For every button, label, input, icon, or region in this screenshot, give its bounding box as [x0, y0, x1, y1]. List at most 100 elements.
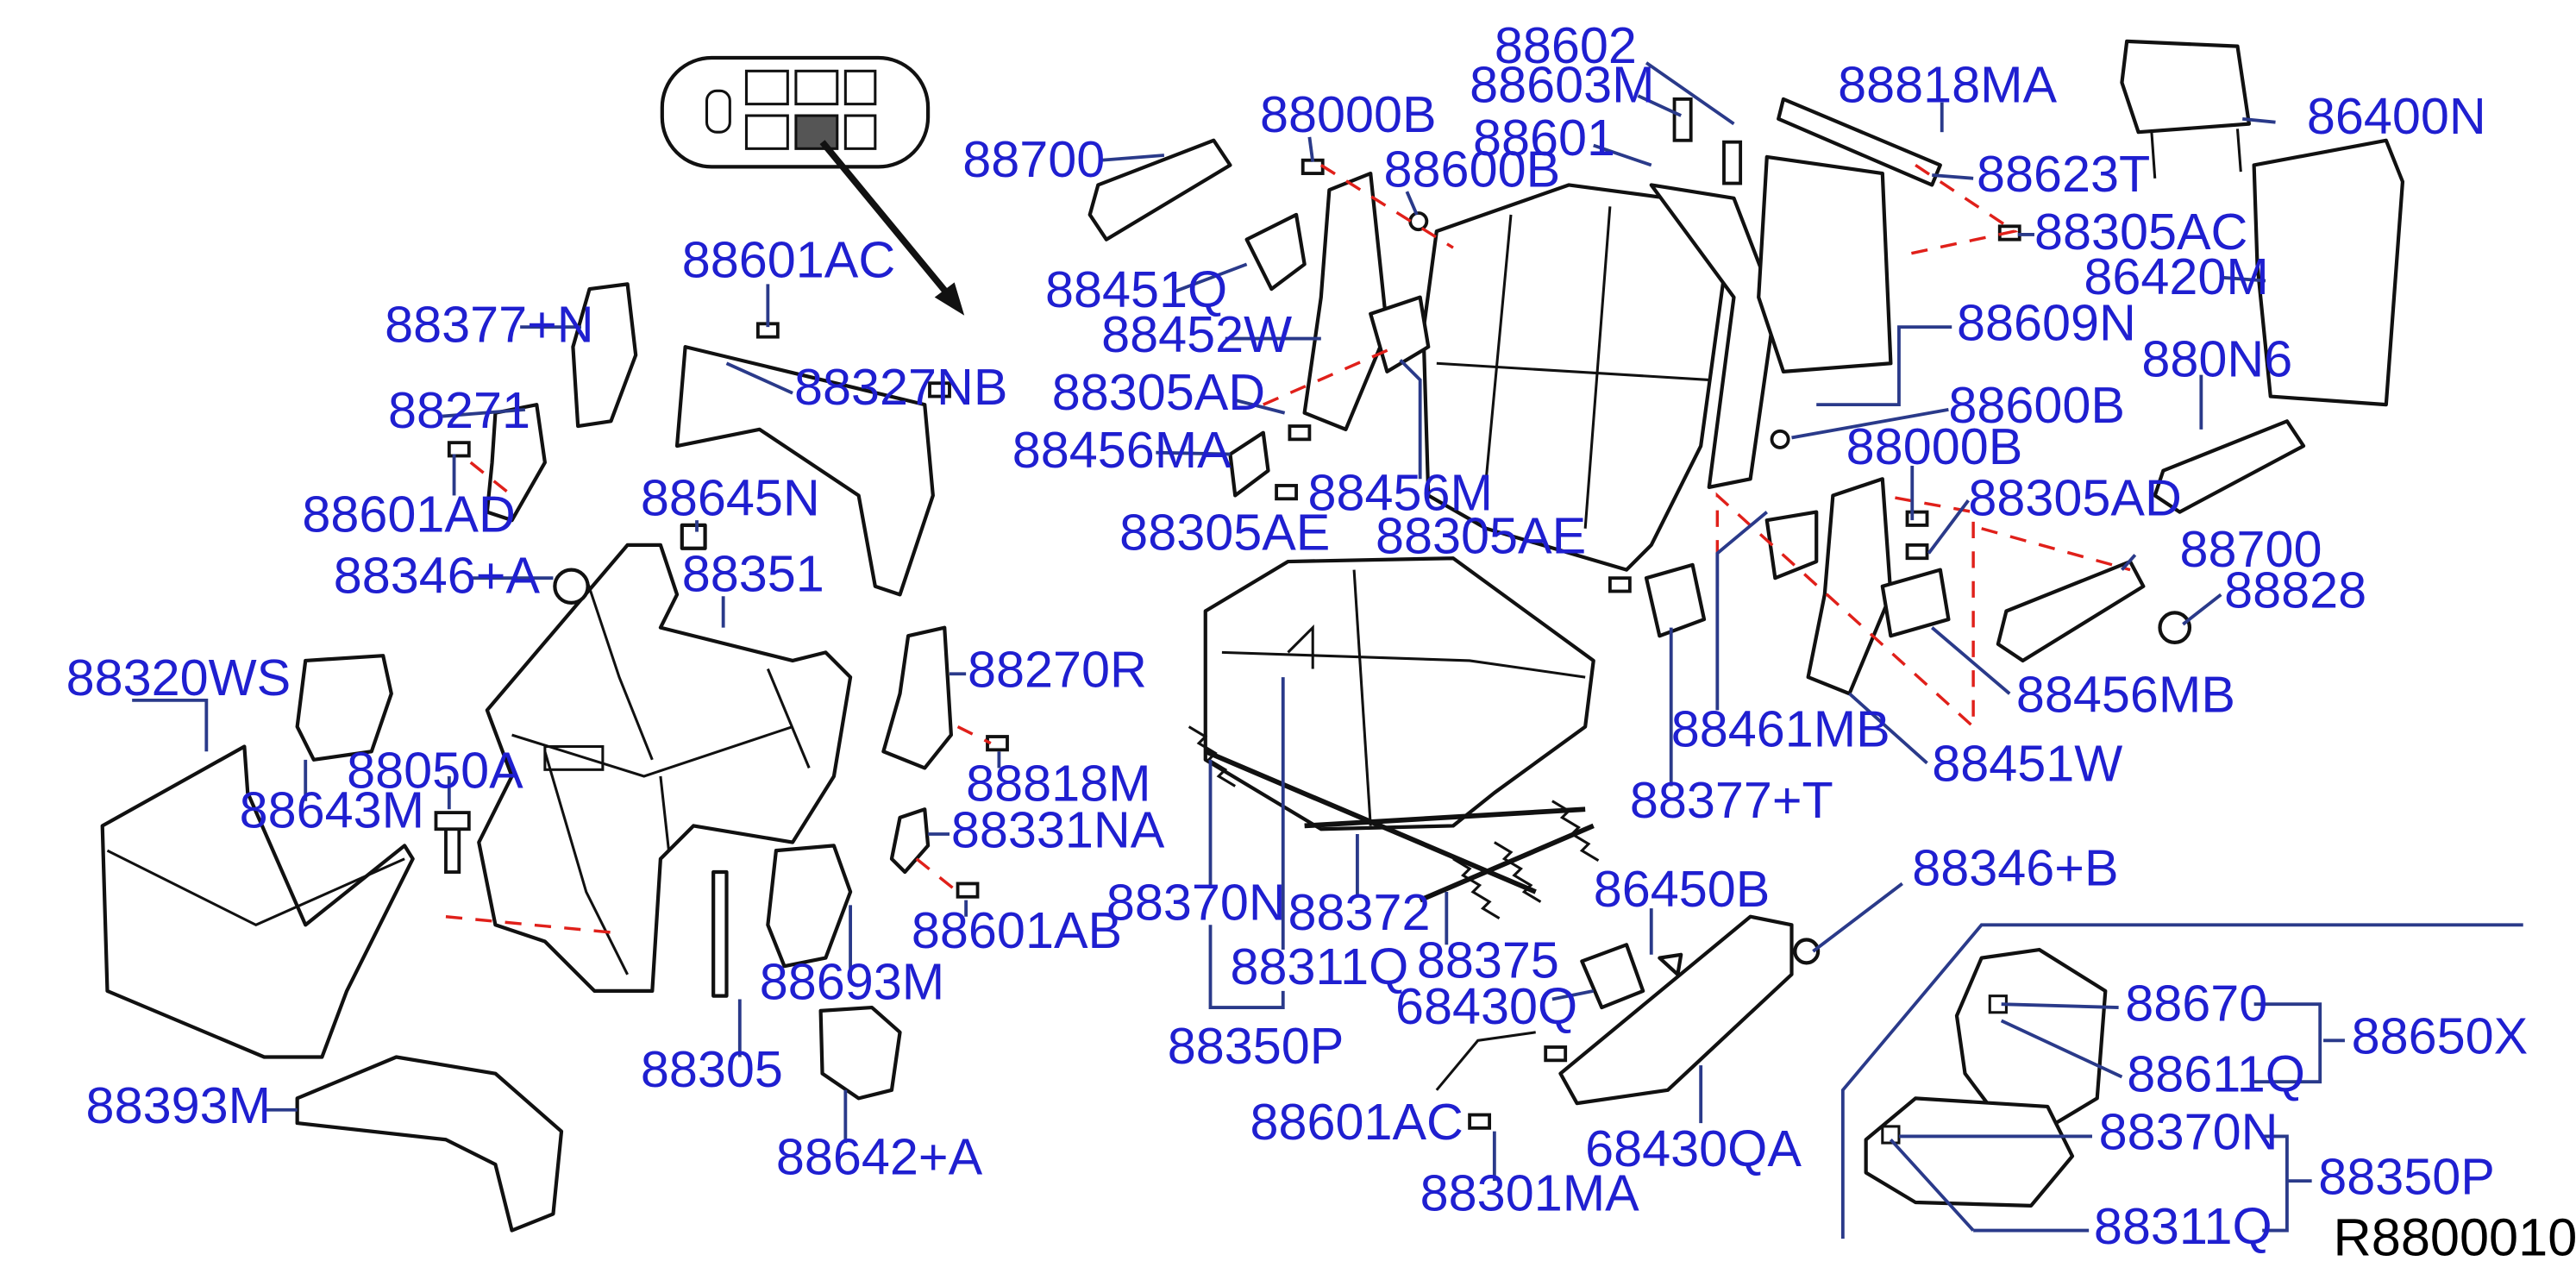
callout-label: 88370N	[2099, 1103, 2278, 1161]
callout-label: 88350P	[1168, 1017, 1344, 1075]
callout-label: 68430QA	[1585, 1120, 1802, 1177]
callout-label: 88305AC	[2034, 203, 2247, 260]
knob-88346a	[553, 568, 590, 605]
rear-panel-88609n	[1757, 154, 1893, 373]
callout-label: 88346+B	[1912, 838, 2118, 896]
armrest-880n6	[2153, 419, 2306, 514]
callout-label: 88311Q	[1230, 938, 1408, 995]
gas-strut-88305	[711, 869, 729, 998]
callout-label: 880N6	[2141, 330, 2292, 388]
callout-label: 88370N	[1106, 874, 1286, 932]
callout-label: 88456M	[1307, 464, 1492, 522]
callout-label: 88643M	[240, 781, 424, 838]
callout-label: 88609N	[1957, 293, 2136, 351]
callout-label: 88346+A	[334, 546, 541, 604]
callout-label: 88645N	[641, 468, 820, 526]
callout-label: 88601AC	[682, 231, 895, 289]
callout-labels: 88700 88000B 88600B 88602 88603M 88601 8…	[66, 16, 2529, 1255]
cover-88456ma	[1228, 430, 1270, 498]
vehicle-overview-inset	[660, 55, 965, 316]
headrest-86400n	[2120, 39, 2251, 135]
callout-label: 88700	[962, 130, 1105, 188]
callout-label: 88305	[641, 1040, 783, 1098]
side-panel-68430qa	[1558, 914, 1794, 1106]
callout-label: 88456MB	[2016, 665, 2235, 723]
callout-label: 88700	[2179, 520, 2322, 578]
storage-bin	[100, 744, 415, 1059]
seat-back-frame	[1649, 183, 1777, 489]
callout-label: 88451Q	[1045, 260, 1227, 318]
callout-label: 88670	[2125, 974, 2267, 1032]
assembly-lines	[445, 164, 2131, 935]
callout-label: 88375	[1417, 932, 1559, 989]
callout-label: 88311Q	[2094, 1197, 2272, 1255]
callout-label: 88305AE	[1376, 506, 1586, 564]
cover-88377t	[1644, 562, 1707, 638]
bolt-88050a	[434, 811, 471, 874]
cover-88461mb	[1764, 510, 1819, 580]
callout-label: 88650X	[2352, 1007, 2529, 1065]
callout-label: 88350P	[2318, 1147, 2495, 1205]
callout-label: 68430Q	[1395, 977, 1577, 1035]
callout-label: 88320WS	[66, 649, 291, 706]
cover-88451q	[1244, 212, 1307, 292]
callout-label: 86420M	[2084, 248, 2268, 305]
bracket-88642a	[818, 1005, 902, 1101]
callout-label: 88611Q	[2127, 1045, 2305, 1103]
callout-label: 88603M	[1470, 56, 1654, 114]
callout-label: 88456MA	[1012, 421, 1232, 479]
callout-label: 88601AD	[302, 486, 515, 543]
callout-label: 88331NA	[951, 800, 1165, 858]
callout-label: 88351	[682, 545, 824, 603]
callout-label: 88000B	[1846, 417, 2023, 475]
hinge-88451w	[1806, 477, 1893, 696]
callout-label: 88818M	[966, 755, 1150, 813]
callout-label: 88271	[388, 381, 530, 439]
callout-label: 88270R	[968, 641, 1147, 699]
floor-duct	[295, 1055, 564, 1233]
callout-label: 88451W	[1932, 735, 2122, 793]
callout-label: 88301MA	[1420, 1164, 1639, 1222]
hinge-88452w	[1302, 171, 1389, 431]
trim-strip-88818ma	[1777, 97, 1942, 187]
back-cover-86420m	[2252, 138, 2405, 407]
console-bracket	[295, 654, 393, 762]
callout-label: 86400N	[2307, 87, 2486, 145]
callout-label: 88327NB	[794, 358, 1007, 416]
callout-label: 88000B	[1260, 85, 1437, 143]
callout-label: 88601	[1473, 109, 1615, 166]
lower-right-inset	[1840, 923, 2523, 1239]
cover-88456mb	[1880, 568, 1951, 638]
callout-label: 88305AD	[1052, 363, 1265, 421]
callout-label: 88377+N	[385, 295, 594, 353]
callout-label: 88818MA	[1838, 56, 2057, 114]
callout-label: 86450B	[1594, 860, 1771, 918]
bracket-88270r	[881, 625, 953, 770]
leader-lines	[132, 61, 2345, 1233]
callout-label: 88050A	[347, 741, 523, 799]
seat-springs	[1188, 725, 1600, 919]
clip-86450b	[1658, 952, 1683, 976]
armrest-88700-right	[1996, 559, 2146, 663]
callout-label: 88372	[1288, 883, 1431, 941]
callout-label: 88693M	[760, 952, 944, 1010]
callout-label: 88452W	[1101, 305, 1292, 363]
cap-88828	[2158, 611, 2192, 644]
rod-88301ma	[1435, 1031, 1536, 1091]
side-trim-upper	[571, 282, 638, 429]
cup-holder-68430q	[1580, 943, 1645, 1010]
seat-frame-assembly	[477, 543, 853, 994]
callout-label: 88305AE	[1119, 504, 1330, 562]
diagram-reference-code: R8800010	[2334, 1208, 2576, 1266]
callout-label: 88377+T	[1630, 771, 1833, 829]
callout-label: 88602	[1495, 16, 1637, 74]
seat-back-cushion	[1421, 183, 1728, 572]
callout-label: 88600B	[1948, 376, 2125, 434]
callout-label: 88601AC	[1250, 1093, 1463, 1151]
knob-88346b	[1793, 938, 1821, 965]
armrest-88700-left	[1087, 138, 1232, 242]
callout-label: 88642+A	[776, 1127, 983, 1185]
callout-label: 88600B	[1384, 140, 1561, 198]
callout-label: 88601AB	[912, 901, 1122, 959]
